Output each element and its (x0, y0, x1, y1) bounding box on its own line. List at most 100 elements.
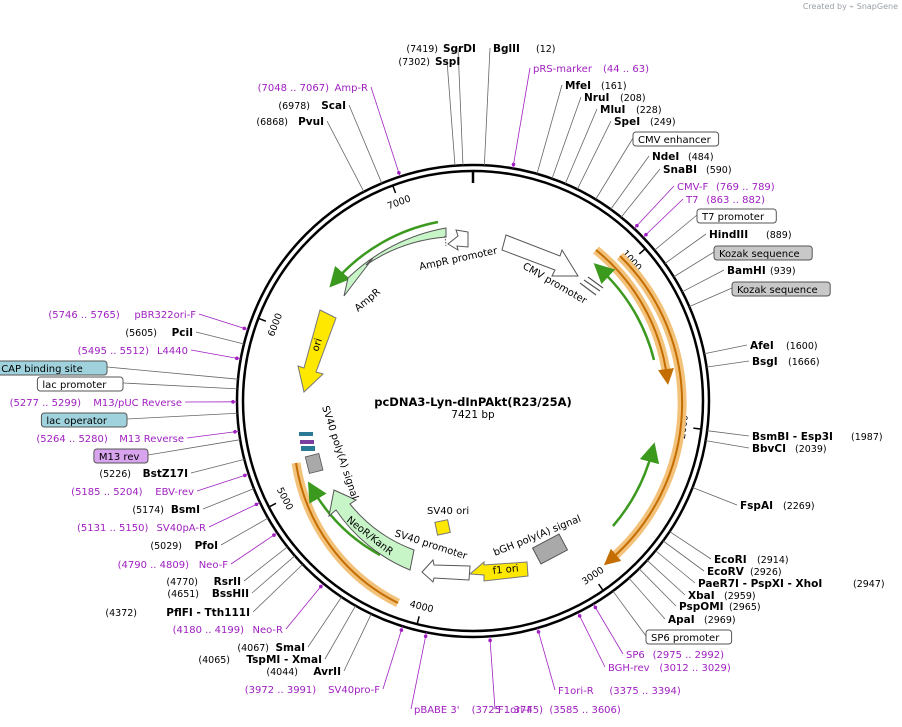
right-label-17-box (731, 281, 831, 297)
tick-label: 4000 (408, 599, 434, 616)
right-label-27-name: PspOMI (679, 601, 724, 613)
leader-line (595, 137, 634, 200)
tick-label: 5000 (274, 486, 295, 513)
insert-green-arc-2 (612, 442, 660, 527)
left-label-20-name: PflFI - Tth111I (166, 607, 250, 619)
leader-line (324, 605, 356, 660)
right-label-19-pos: (1666) (788, 357, 820, 368)
left-label-6-box (0, 360, 108, 376)
leader-line (252, 564, 303, 613)
left-label-0-name: Amp-R (335, 83, 369, 94)
leader-line (251, 555, 296, 594)
left-label-16-name: PfoI (195, 540, 218, 552)
primer-site-mark (399, 628, 404, 632)
leader-line (483, 47, 491, 166)
left-label-14-name: BsmI (171, 504, 200, 516)
right-label-23-pos: (2914) (757, 555, 789, 566)
feat-ampr: AmpR (353, 287, 383, 315)
left-label-12-name: BstZ17I (143, 468, 188, 480)
left-label-3-pos: (5746 .. 5765) (48, 310, 120, 321)
feat-ampr-promoter: AmpR promoter (418, 245, 499, 272)
left-label-18-name: RsrII (214, 576, 241, 588)
right-label-24-name: EcoRV (707, 566, 745, 578)
left-label-4-pos: (5605) (125, 328, 157, 339)
right-label-19-name: BsgI (752, 356, 778, 368)
right-label-14-name: HindIII (709, 229, 748, 241)
right-label-8-box (632, 131, 720, 147)
neo-orange-arc-core (295, 462, 399, 604)
leader-line (537, 627, 556, 691)
primer-site-mark (235, 356, 239, 361)
right-label-29: SP6 promoter (645, 629, 733, 645)
tick-mark (693, 427, 702, 430)
plasmid-name: pcDNA3-Lyn-dInPAkt(R23/25A) (374, 395, 572, 409)
insert-green-arc-1 (593, 263, 656, 361)
feat-sv40-polya: SV40 poly(A) signal (319, 405, 360, 501)
right-label-21-name: BbvCI (752, 443, 786, 455)
feat-ori: ori (310, 337, 324, 353)
right-label-32-pos: (3375 .. 3394) (609, 686, 681, 697)
left-label-3-name: pBR322ori-F (134, 310, 196, 321)
sv40-polya-block-1 (299, 432, 313, 436)
left-label-8-pos: (5277 .. 5299) (10, 398, 82, 409)
left-label-0-pos: (7048 .. 7067) (258, 83, 330, 94)
left-label-20-pos: (4372) (105, 608, 137, 619)
right-label-31-pos: (3012 .. 3029) (659, 663, 731, 674)
right-label-17: Kozak sequence (731, 281, 831, 297)
leader-line (230, 532, 278, 565)
tick-mark (638, 248, 646, 255)
right-label-8: CMV enhancer (632, 131, 720, 147)
left-label-2-name: PvuI (298, 116, 324, 128)
leader-line (198, 313, 249, 330)
left-label-19-pos: (4651) (167, 589, 199, 600)
left-label-1-pos: (6978) (278, 101, 310, 112)
leader-line (186, 430, 240, 439)
f1-ori-arrow (468, 560, 529, 582)
left-label-24-pos: (4044) (266, 667, 298, 678)
tick-mark (268, 502, 277, 508)
right-label-16-name: BamHI (727, 265, 766, 277)
sv40-ori-box (434, 519, 451, 536)
primer-site-mark (242, 326, 247, 331)
left-label-11-text: M13 rev (99, 452, 140, 463)
sv40-polya-block-3 (301, 446, 315, 451)
right-label-24-pos: (2926) (750, 567, 782, 578)
right-label-28-name: ApaI (668, 614, 695, 626)
leader-line (220, 517, 269, 546)
tick-label: 6000 (266, 312, 285, 339)
right-label-25-pos: (2947) (853, 579, 885, 590)
leader-line (446, 60, 456, 166)
right-label-18-pos: (1600) (786, 341, 818, 352)
right-label-25-name: PaeR7I - PspXI - XhoI (698, 578, 822, 590)
leader-line (285, 583, 324, 630)
left-label-4-name: PciI (172, 327, 193, 339)
leader-line (633, 185, 675, 229)
cmv-promoter-arrow (501, 234, 579, 277)
right-label-5-pos: (208) (620, 93, 646, 104)
leader-line (122, 382, 238, 390)
bgh-polya-block (531, 533, 569, 565)
leader-line (673, 251, 715, 278)
primer-site-mark (536, 630, 541, 634)
right-label-30-pos: (2975 .. 2992) (653, 650, 725, 661)
leader-line (654, 214, 698, 251)
left-label-22-pos: (4067) (237, 643, 269, 654)
leader-line (457, 47, 464, 166)
right-label-29-box (645, 629, 733, 645)
right-label-20-name: BsmBI - Esp3I (752, 431, 833, 443)
primer-site-mark (644, 232, 648, 237)
plasmid-size: 7421 bp (451, 409, 495, 421)
left-label-5-pos: (5495 .. 5512) (78, 346, 150, 357)
feat-sv40-ori: SV40 ori (427, 506, 469, 517)
left-label-11-box (93, 448, 149, 464)
primer-site-mark (231, 400, 235, 404)
right-label-0-name: SgrDI (443, 43, 476, 55)
neor-arrow (328, 489, 415, 571)
leader-line (196, 473, 249, 492)
right-label-20-pos: (1987) (851, 432, 883, 443)
right-label-2-pos: (7302) (398, 57, 430, 68)
feature-labels: AmpR promoter CMV promoter AmpR ori SV40… (310, 245, 589, 577)
